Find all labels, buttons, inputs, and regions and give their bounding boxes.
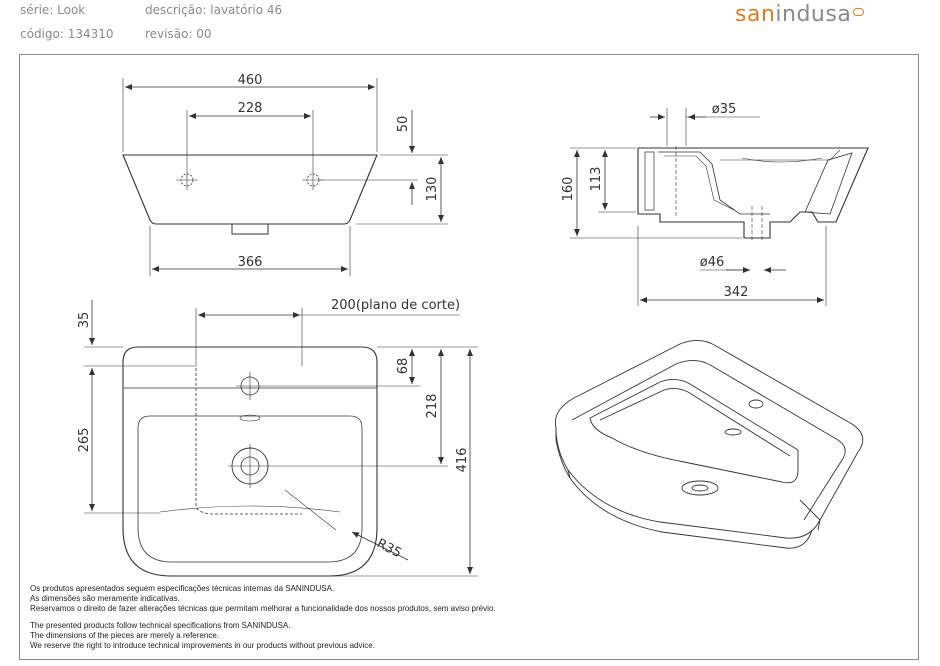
front-elevation-view xyxy=(122,78,448,276)
dim-113: 113 xyxy=(589,167,604,192)
dim-228: 228 xyxy=(238,101,263,116)
dim-d35: ø35 xyxy=(712,102,737,117)
notes-english: The presented products follow technical … xyxy=(30,621,375,651)
note-en-2: The dimensions of the pieces are merely … xyxy=(30,631,219,640)
dim-200-cut-plane: 200(plano de corte) xyxy=(331,298,460,313)
iso-tap-hole-icon xyxy=(748,399,764,409)
dim-265: 265 xyxy=(77,428,92,453)
dim-r35: R35 xyxy=(374,536,404,561)
codigo-label: código: 134310 xyxy=(20,27,114,41)
drawing-frame xyxy=(19,54,919,660)
logo-part-1: san xyxy=(735,2,776,27)
logo-part-2: indusa xyxy=(775,2,852,27)
dim-366: 366 xyxy=(238,255,263,270)
iso-drain-icon xyxy=(681,480,719,496)
note-pt-2: As dimensões são meramente indicativas. xyxy=(30,594,180,603)
revisao-label: revisão: 00 xyxy=(145,27,212,41)
dim-50: 50 xyxy=(396,116,411,133)
side-section-view xyxy=(570,108,869,306)
dim-218: 218 xyxy=(425,394,440,419)
note-pt-1: Os produtos apresentados seguem especifi… xyxy=(30,584,335,593)
plan-view xyxy=(84,300,478,577)
dim-416: 416 xyxy=(455,448,470,473)
note-pt-3: Reservamos o direito de fazer alterações… xyxy=(30,604,496,613)
logo-mark-icon xyxy=(853,8,865,16)
dim-460: 460 xyxy=(238,73,263,88)
dim-68: 68 xyxy=(396,358,411,375)
sanindusa-logo: sanindusa xyxy=(735,2,865,27)
dim-130: 130 xyxy=(425,177,440,202)
isometric-view xyxy=(554,340,864,549)
notes-portuguese: Os produtos apresentados seguem especifi… xyxy=(30,584,496,614)
dim-d46: ø46 xyxy=(700,255,725,270)
dim-160: 160 xyxy=(561,177,576,202)
serie-label: série: Look xyxy=(20,3,86,17)
dim-342: 342 xyxy=(724,285,749,300)
descricao-label: descrição: lavatório 46 xyxy=(145,3,283,17)
note-en-3: We reserve the right to introduce techni… xyxy=(30,641,375,650)
note-en-1: The presented products follow technical … xyxy=(30,621,291,630)
dim-35: 35 xyxy=(77,312,92,329)
dimension-labels: 460 228 50 130 366 ø35 160 113 ø46 342 2… xyxy=(77,73,748,561)
